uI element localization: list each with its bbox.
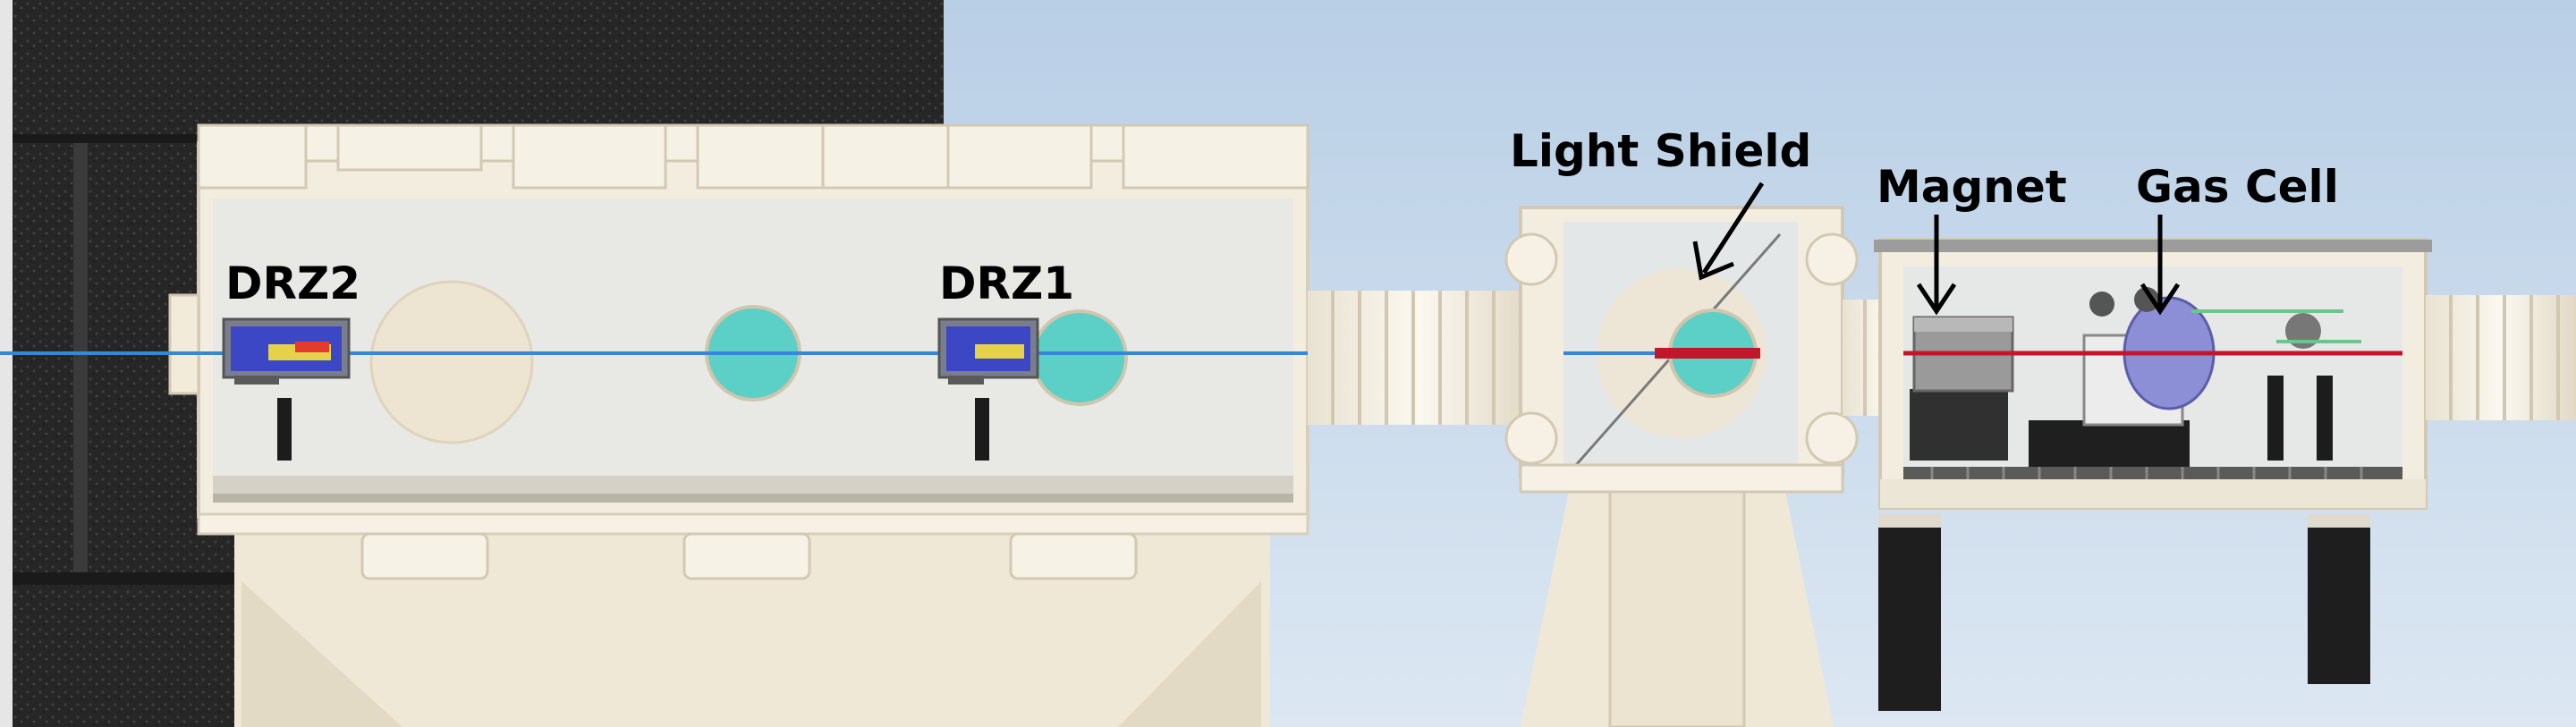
light-shield-chamber — [1504, 206, 1859, 727]
drz1-detector — [937, 317, 1039, 461]
interior-port-large — [369, 280, 534, 444]
arrow-down-icon — [2140, 215, 2181, 316]
left-chamber-top-ports — [197, 123, 1309, 190]
left-chamber-bottom-ports — [360, 532, 1138, 580]
left-support-brace — [242, 581, 402, 727]
arrow-down-icon — [1916, 215, 1957, 316]
label-light-shield: Light Shield — [1510, 125, 1812, 177]
label-drz1: DRZ1 — [939, 258, 1075, 309]
left-support-brace-right — [1118, 581, 1261, 727]
drz2-detector — [222, 317, 351, 461]
label-drz2: DRZ2 — [225, 258, 361, 309]
magnet — [1910, 316, 2014, 461]
vacuum-bellows-left — [1308, 291, 1531, 425]
foam-seam-vertical — [73, 143, 88, 572]
red-beam-shield — [1655, 348, 1760, 359]
left-end-flange — [168, 293, 200, 395]
label-gas-cell: Gas Cell — [2136, 161, 2339, 213]
left-chamber-bottom-flange — [197, 512, 1309, 536]
left-chamber-floor-rail — [213, 494, 1293, 503]
gas-cell — [2029, 287, 2216, 467]
left-chamber-floor — [213, 476, 1293, 495]
window-drz1 — [1031, 309, 1128, 406]
vacuum-bellows-right — [2426, 295, 2576, 420]
arrow-down-icon — [1692, 182, 1765, 281]
right-optics-mounts — [2191, 309, 2361, 461]
label-magnet: Magnet — [1877, 161, 2067, 213]
foam-divider-left — [0, 0, 13, 727]
